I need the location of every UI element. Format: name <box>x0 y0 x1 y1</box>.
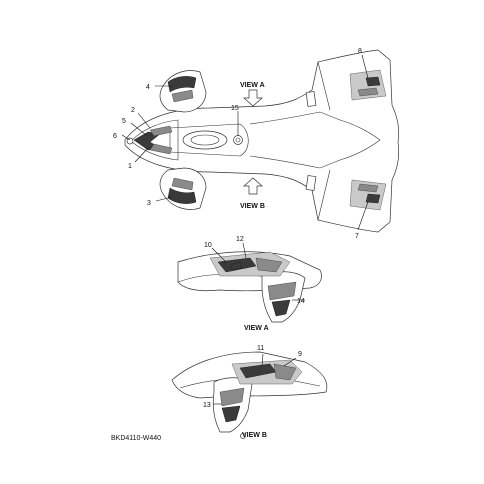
callout-15: 15 <box>231 105 239 112</box>
callout-13: 13 <box>203 402 211 409</box>
top-view-vehicle <box>124 49 400 233</box>
callout-7: 7 <box>355 233 359 240</box>
view-b-arrow <box>243 177 263 195</box>
top-view-b-label: VIEW B <box>240 203 265 210</box>
callout-6: 6 <box>113 133 117 140</box>
callout-9: 9 <box>298 351 302 358</box>
callout-2: 2 <box>131 107 135 114</box>
detail-view-a <box>177 251 322 323</box>
view-a-arrow <box>243 89 263 107</box>
top-view-leaders <box>121 54 369 231</box>
callout-12: 12 <box>236 236 244 243</box>
callout-11: 11 <box>257 345 264 352</box>
callout-5: 5 <box>122 118 126 125</box>
detail-view-a-leaders <box>211 242 305 301</box>
callout-14: 14 <box>297 298 305 305</box>
detail-view-a-label: VIEW A <box>244 325 269 332</box>
callout-1: 1 <box>128 163 132 170</box>
callout-3: 3 <box>147 200 151 207</box>
diagram-code: BKD4110-W440 <box>111 435 161 442</box>
top-view-a-label: VIEW A <box>240 82 265 89</box>
detail-view-b-label: VIEW B <box>242 432 267 439</box>
callout-10: 10 <box>204 242 212 249</box>
detail-view-b <box>171 351 328 439</box>
callout-8: 8 <box>358 48 362 55</box>
callout-4: 4 <box>146 84 150 91</box>
detail-view-b-leaders <box>213 353 297 405</box>
